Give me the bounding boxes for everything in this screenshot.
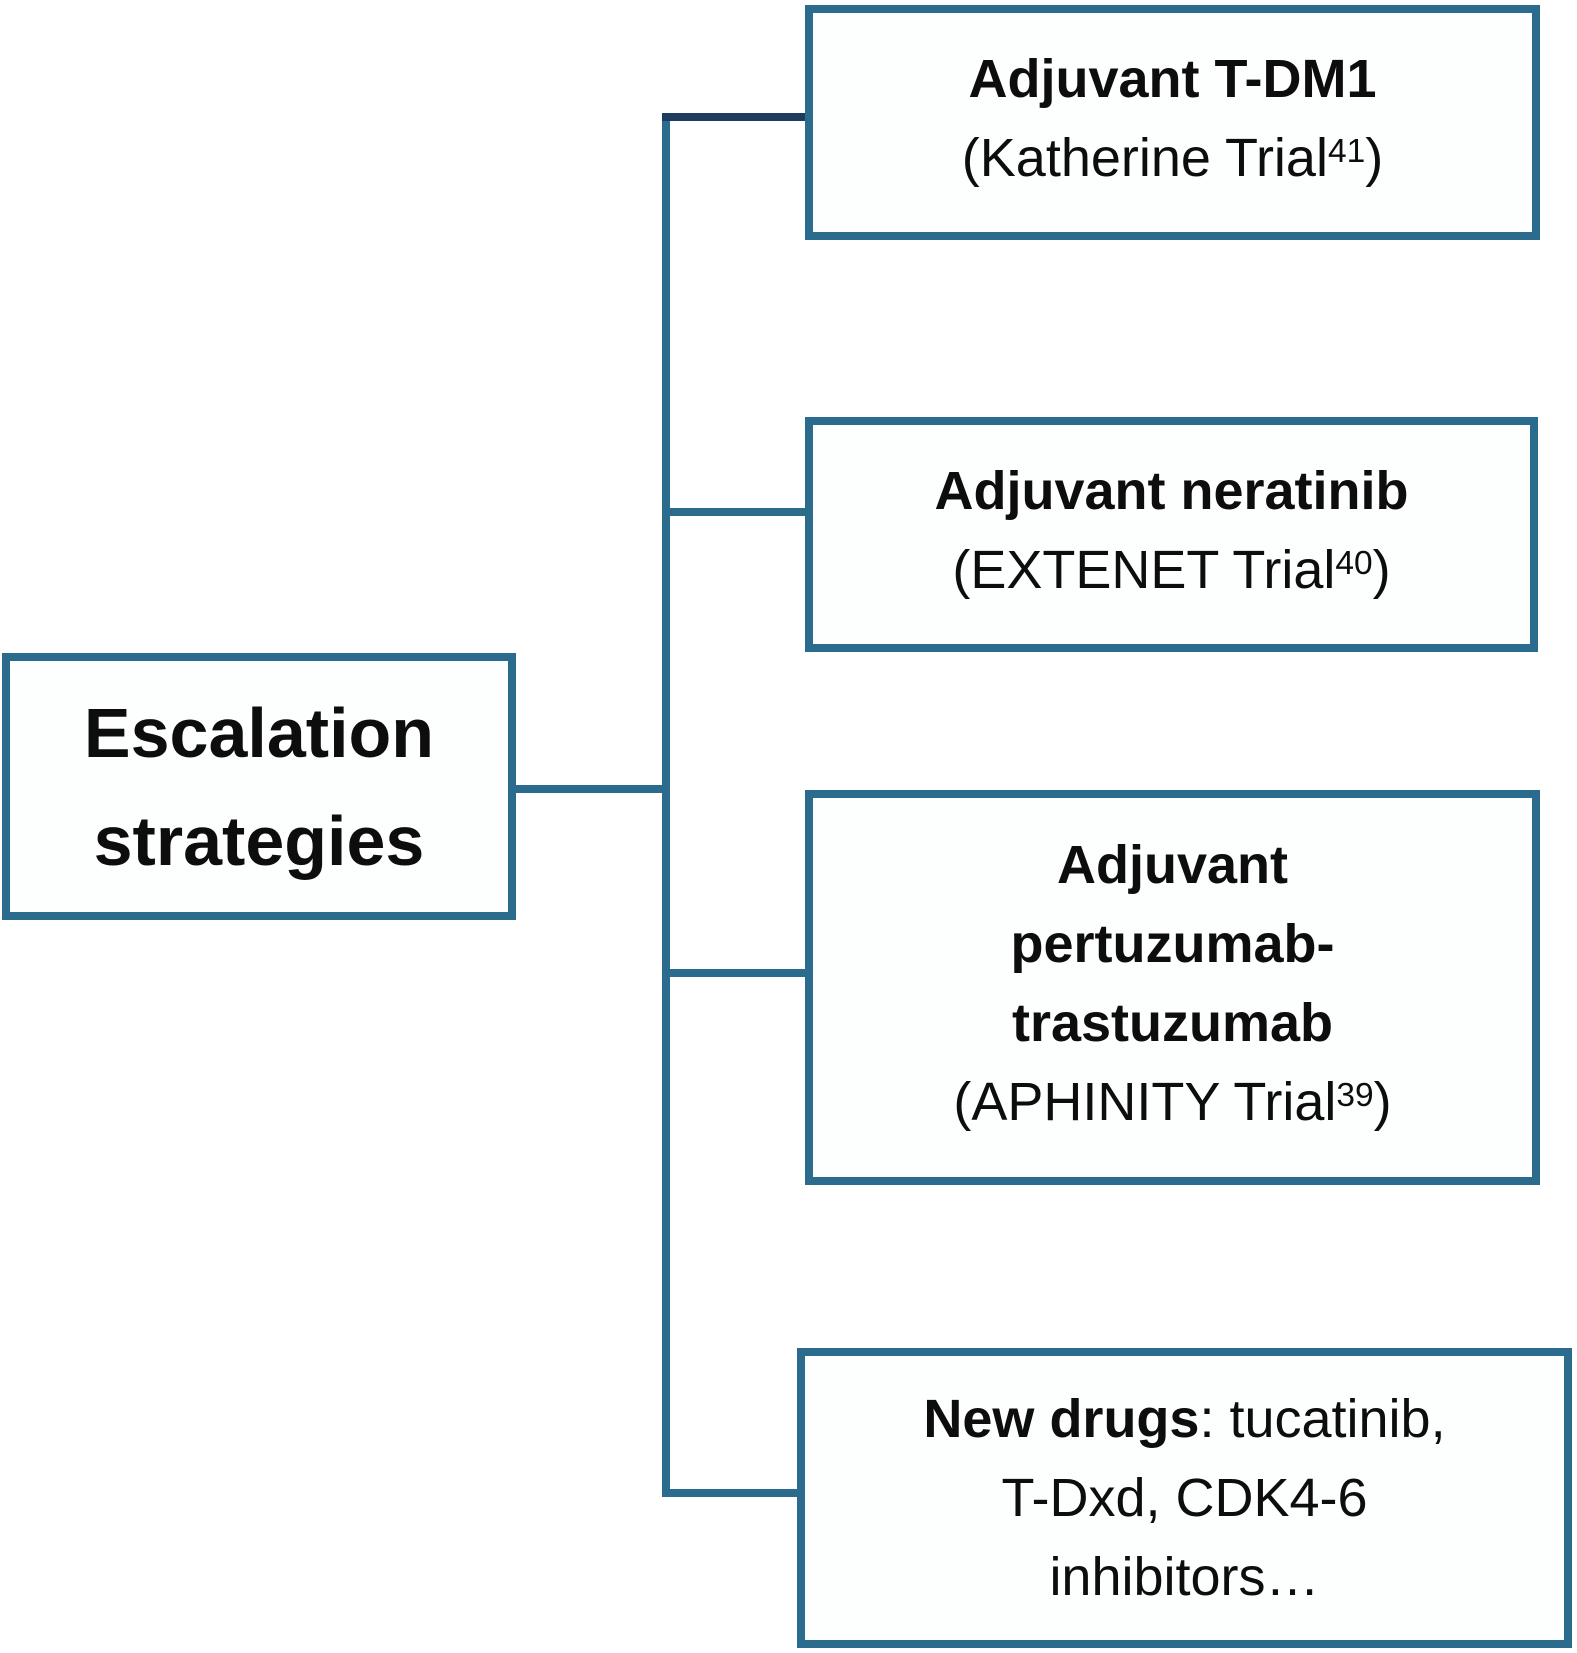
pertuzumab-title-line2: pertuzumab- <box>1010 914 1335 974</box>
new-drugs-line1: New drugs: tucatinib, <box>923 1380 1445 1459</box>
tdm1-trial: (Katherine Trial41) <box>962 119 1383 205</box>
connector-trunk-line <box>662 113 670 1497</box>
node-adjuvant-neratinib: Adjuvant neratinib (EXTENET Trial40) <box>805 417 1538 652</box>
neratinib-trial-text: (EXTENET Trial <box>952 540 1336 600</box>
node-new-drugs: New drugs: tucatinib, T-Dxd, CDK4-6 inhi… <box>797 1348 1572 1648</box>
new-drugs-lead: New drugs <box>923 1388 1200 1449</box>
tdm1-trial-close: ) <box>1365 128 1384 188</box>
node-escalation-strategies: Escalation strategies <box>2 653 516 920</box>
connector-branch-pertuzumab <box>662 969 805 977</box>
pertuzumab-title-line3: trastuzumab <box>1011 993 1334 1053</box>
tdm1-trial-text: (Katherine Trial <box>961 128 1328 188</box>
pertuzumab-trial-reference: 39 <box>1336 1076 1374 1114</box>
node-adjuvant-pertuzumab-trastuzumab: Adjuvant pertuzumab- trastuzumab (APHINI… <box>805 790 1540 1185</box>
tdm1-trial-reference: 41 <box>1327 132 1366 170</box>
connector-branch-tdm1 <box>662 113 805 121</box>
connector-branch-new-drugs <box>662 1489 797 1497</box>
neratinib-trial: (EXTENET Trial40) <box>952 531 1390 617</box>
connector-root-stub <box>510 785 666 793</box>
pertuzumab-trial-close: ) <box>1373 1072 1392 1132</box>
root-label-line2: strategies <box>93 801 425 880</box>
neratinib-trial-close: ) <box>1372 540 1391 600</box>
neratinib-title: Adjuvant neratinib <box>934 461 1409 521</box>
new-drugs-line2: T-Dxd, CDK4-6 <box>1001 1467 1368 1528</box>
node-adjuvant-tdm1: Adjuvant T-DM1 (Katherine Trial41) <box>805 5 1540 240</box>
new-drugs-line1-rest: : tucatinib, <box>1199 1388 1446 1449</box>
root-label-line1: Escalation <box>83 693 435 772</box>
pertuzumab-title-line1: Adjuvant <box>1056 835 1288 895</box>
new-drugs-line3: inhibitors… <box>1049 1546 1320 1607</box>
neratinib-trial-reference: 40 <box>1335 544 1373 582</box>
pertuzumab-trial-text: (APHINITY Trial <box>953 1072 1337 1132</box>
pertuzumab-trial: (APHINITY Trial39) <box>953 1063 1391 1149</box>
connector-branch-neratinib <box>662 508 805 516</box>
tdm1-title: Adjuvant T-DM1 <box>968 49 1377 109</box>
